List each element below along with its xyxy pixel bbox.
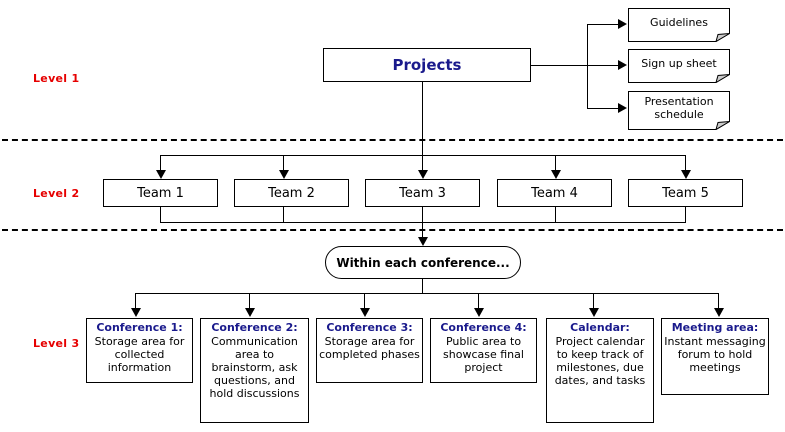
connector-root-to-docs-stem: [531, 65, 587, 66]
arrow-doc-1: [618, 19, 627, 29]
connector-docs-trunk: [587, 24, 588, 109]
card-conference-3-title: Conference 3:: [326, 321, 413, 334]
connector-note-stem: [422, 279, 423, 294]
card-calendar-title: Calendar:: [570, 321, 630, 334]
arrow-card-6: [714, 308, 724, 317]
connector-team-1-riser: [160, 207, 161, 223]
arrow-doc-2: [618, 60, 627, 70]
projects-box[interactable]: Projects: [323, 48, 531, 82]
card-conference-3[interactable]: Conference 3: Storage area for completed…: [316, 318, 423, 383]
team-box-2[interactable]: Team 2: [234, 179, 349, 207]
card-calendar[interactable]: Calendar: Project calendar to keep track…: [546, 318, 654, 423]
arrow-team-1: [156, 170, 166, 179]
document-shape-icon: [628, 8, 730, 42]
arrow-conference-note: [418, 237, 428, 246]
card-conference-4-title: Conference 4:: [440, 321, 527, 334]
document-presentation-schedule[interactable]: Presentation schedule: [628, 91, 730, 130]
connector-team-5-drop: [685, 155, 686, 171]
card-calendar-body: Project calendar to keep track of milest…: [554, 334, 646, 387]
connector-doc-2: [587, 65, 619, 66]
connector-card-6-drop: [718, 293, 719, 309]
document-sign-up-sheet[interactable]: Sign up sheet: [628, 49, 730, 83]
arrow-team-3: [418, 170, 428, 179]
connector-team-2-drop: [283, 155, 284, 171]
arrow-team-5: [681, 170, 691, 179]
team-box-1[interactable]: Team 1: [103, 179, 218, 207]
within-each-conference-label: Within each conference...: [336, 255, 510, 270]
card-conference-4-body: Public area to showcase final project: [443, 334, 524, 374]
team-2-label: Team 2: [268, 185, 315, 201]
connector-team3-to-note: [422, 207, 423, 238]
card-conference-1-title: Conference 1:: [96, 321, 183, 334]
arrow-card-3: [360, 308, 370, 317]
arrow-doc-3: [618, 103, 627, 113]
arrow-card-4: [474, 308, 484, 317]
arrow-team-2: [279, 170, 289, 179]
connector-doc-1: [587, 24, 619, 25]
connector-doc-3: [587, 108, 619, 109]
connector-card-2-drop: [249, 293, 250, 309]
document-shape-icon: [628, 91, 730, 130]
arrow-card-5: [589, 308, 599, 317]
card-meeting-area[interactable]: Meeting area: Instant messaging forum to…: [661, 318, 769, 395]
arrow-card-2: [245, 308, 255, 317]
connector-team-2-riser: [283, 207, 284, 223]
level-2-label: Level 2: [33, 187, 80, 200]
connector-team-4-drop: [555, 155, 556, 171]
document-presentation-schedule-line2: schedule: [654, 107, 704, 121]
team-5-label: Team 5: [662, 185, 709, 201]
connector-card-1-drop: [135, 293, 136, 309]
card-meeting-area-title: Meeting area:: [671, 321, 759, 334]
connector-card-3-drop: [364, 293, 365, 309]
connector-card-4-drop: [478, 293, 479, 309]
arrow-team-4: [551, 170, 561, 179]
card-conference-3-body: Storage area for completed phases: [319, 334, 420, 361]
connector-root-to-team3: [422, 82, 423, 171]
card-conference-1-body: Storage area for collected information: [94, 334, 185, 374]
document-guidelines[interactable]: Guidelines: [628, 8, 730, 42]
document-presentation-schedule-line1: Presentation: [644, 94, 714, 108]
within-each-conference-pill[interactable]: Within each conference...: [325, 246, 521, 279]
level-1-label: Level 1: [33, 72, 80, 85]
card-conference-2-body: Communication area to brainstorm, ask qu…: [209, 334, 300, 400]
team-box-4[interactable]: Team 4: [497, 179, 612, 207]
team-box-3[interactable]: Team 3: [365, 179, 480, 207]
level-3-label: Level 3: [33, 337, 80, 350]
team-box-5[interactable]: Team 5: [628, 179, 743, 207]
card-meeting-area-body: Instant messaging forum to hold meetings: [664, 334, 766, 374]
document-presentation-schedule-label: Presentation schedule: [628, 91, 730, 130]
document-shape-icon: [628, 49, 730, 83]
team-1-label: Team 1: [137, 185, 184, 201]
projects-label: Projects: [392, 56, 462, 74]
connector-teams-top-bus: [160, 155, 686, 156]
team-4-label: Team 4: [531, 185, 578, 201]
card-conference-1[interactable]: Conference 1: Storage area for collected…: [86, 318, 193, 383]
separator-level1-level2: [2, 139, 783, 141]
connector-card-5-drop: [593, 293, 594, 309]
connector-cards-bus: [135, 293, 719, 294]
arrow-card-1: [131, 308, 141, 317]
document-guidelines-label: Guidelines: [650, 15, 708, 29]
team-3-label: Team 3: [399, 185, 446, 201]
separator-level2-level3: [2, 229, 783, 231]
connector-team-5-riser: [685, 207, 686, 223]
card-conference-2[interactable]: Conference 2: Communication area to brai…: [200, 318, 309, 423]
connector-team-1-drop: [160, 155, 161, 171]
document-sign-up-sheet-label: Sign up sheet: [641, 56, 717, 70]
card-conference-2-title: Conference 2:: [211, 321, 298, 334]
connector-teams-bottom-bus: [160, 222, 686, 223]
card-conference-4[interactable]: Conference 4: Public area to showcase fi…: [430, 318, 537, 383]
connector-team-4-riser: [555, 207, 556, 223]
